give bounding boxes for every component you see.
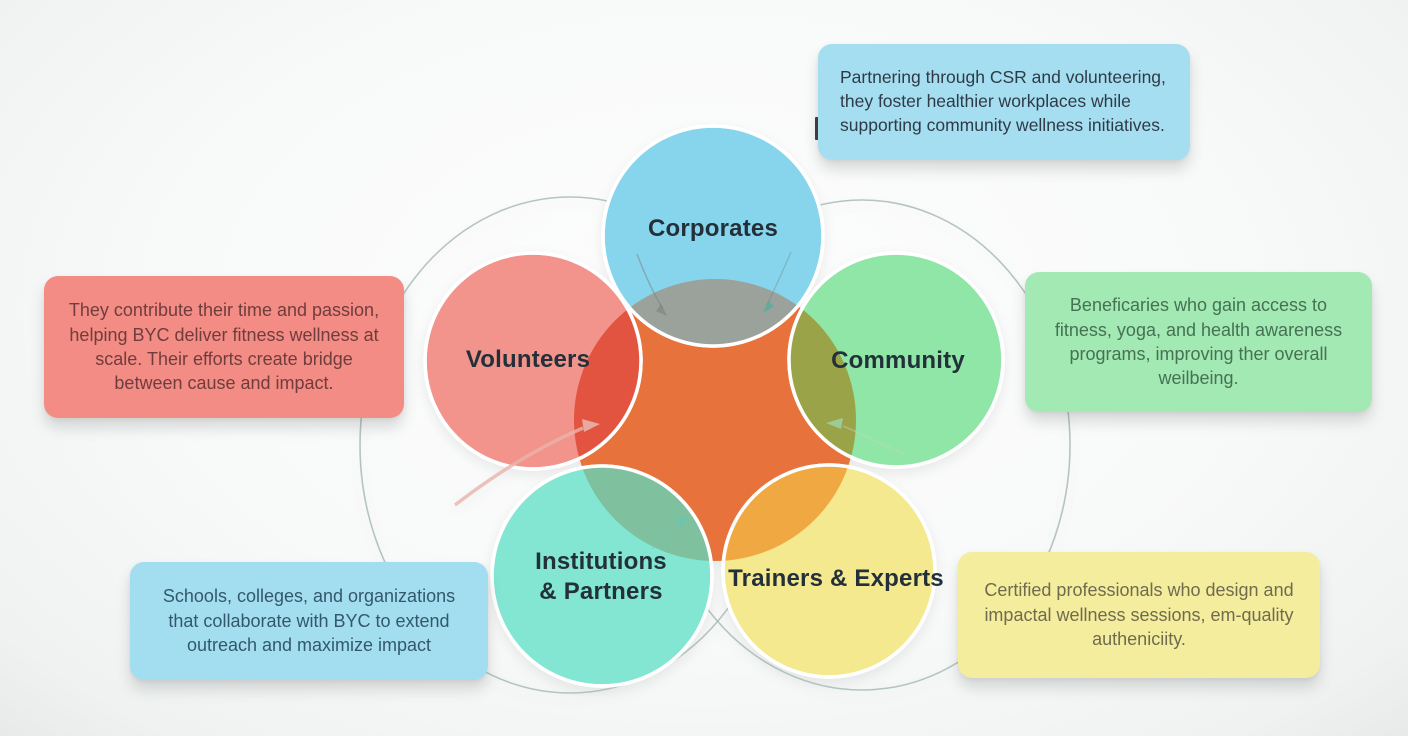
arrow-head-icon	[582, 419, 600, 432]
label-volunteers[interactable]: Volunteers	[465, 346, 591, 373]
arrow-head-icon	[675, 517, 688, 528]
label-institutions-line1: Institutions	[535, 548, 667, 575]
callout-community[interactable]: Beneficaries who gain access to fitness,…	[1025, 272, 1372, 412]
callout-trainers-text: Certified professionals who design and i…	[984, 580, 1294, 650]
institutions-outline	[490, 464, 714, 688]
volunteers-outline	[423, 251, 643, 471]
arrow-head-icon	[656, 304, 667, 316]
callout-community-text: Beneficaries who gain access to fitness,…	[1054, 295, 1343, 389]
institutions-overlap-lens	[574, 466, 712, 561]
callout-trainers[interactable]: Certified professionals who design and i…	[958, 552, 1320, 678]
trainers-outline	[721, 463, 937, 679]
callout-corporates-text: Partnering through CSR and volunteering,…	[840, 67, 1166, 135]
callout-institutions-text: Schools, colleges, and organizations tha…	[162, 586, 456, 656]
arrow-head-icon	[763, 301, 774, 313]
callout-corporates[interactable]: Partnering through CSR and volunteering,…	[818, 44, 1190, 160]
corporates-outline	[601, 124, 825, 348]
arrow-line-icon	[766, 251, 792, 306]
callout-volunteers[interactable]: They contribute their time and passion, …	[44, 276, 404, 418]
flow-arrows	[453, 251, 906, 550]
label-trainers[interactable]: Trainers & Experts	[728, 565, 944, 592]
label-corporates[interactable]: Corporates	[647, 215, 779, 242]
label-institutions[interactable]: Institutions & Partners	[535, 547, 667, 607]
label-community[interactable]: Community	[831, 347, 965, 374]
arrow-line-icon	[842, 425, 906, 456]
trainers-overlap-lens	[723, 465, 856, 561]
label-institutions-line2: & Partners	[539, 578, 663, 605]
arrow-head-icon	[826, 418, 843, 429]
callout-institutions[interactable]: Schools, colleges, and organizations tha…	[130, 562, 488, 680]
arrow-line-icon	[651, 526, 679, 550]
arrow-line-icon	[453, 426, 584, 507]
callout-volunteers-text: They contribute their time and passion, …	[68, 300, 380, 394]
community-outline	[787, 251, 1005, 469]
petal-outlines	[423, 124, 1005, 688]
